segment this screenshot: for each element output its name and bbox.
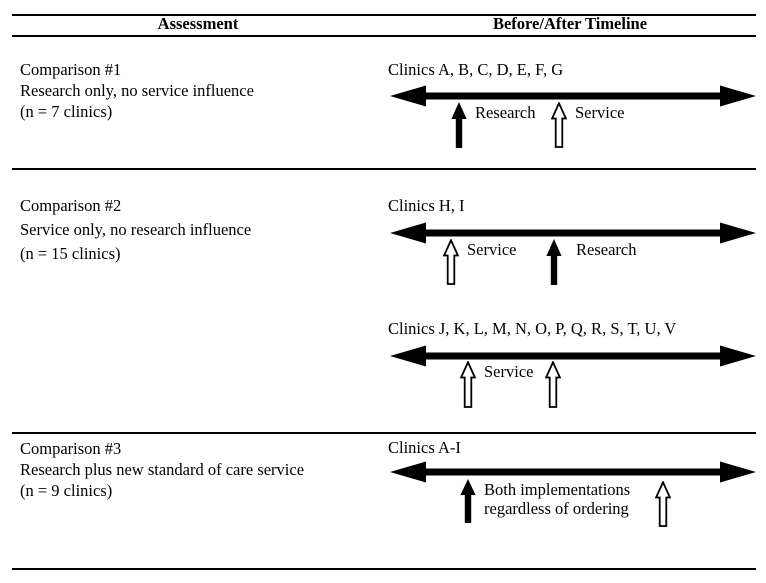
comparison-2-assessment: Comparison #2 Service only, no research … (20, 194, 380, 266)
column-header-assessment: Assessment (157, 14, 239, 33)
timeline-marker: Service (551, 102, 624, 148)
outline-up-arrow-icon (545, 361, 561, 408)
clinics-label: Clinics A-I (388, 438, 461, 457)
comparison-description: Service only, no research influence (20, 220, 252, 239)
timeline-marker: Service (443, 239, 516, 285)
comparison-title: Comparison #1 (20, 60, 122, 79)
filled-up-arrow-icon (460, 479, 476, 523)
outline-up-arrow-icon (655, 481, 671, 527)
marker-label: Service (575, 103, 625, 122)
table-rule-top (12, 14, 756, 16)
comparison-sample-size: (n = 7 clinics) (20, 102, 113, 121)
outline-up-arrow-icon (443, 239, 459, 285)
timeline-marker: Research (451, 102, 535, 148)
marker-label: Research (576, 240, 637, 259)
marker-label-line-2: regardless of ordering (484, 499, 629, 518)
table-rule-divider-2 (12, 432, 756, 434)
marker-label: Both implementations regardless of order… (484, 480, 630, 518)
clinics-label: Clinics A, B, C, D, E, F, G (388, 60, 564, 79)
comparison-sample-size: (n = 9 clinics) (20, 481, 113, 500)
clinics-label: Clinics J, K, L, M, N, O, P, Q, R, S, T,… (388, 319, 677, 338)
timeline-marker: Research (546, 239, 636, 285)
timeline-double-arrow-icon (389, 221, 757, 245)
timeline-double-arrow-icon (389, 344, 757, 368)
timeline-double-arrow-icon (389, 84, 757, 108)
table-rule-divider-1 (12, 168, 756, 170)
comparison-description: Research plus new standard of care servi… (20, 460, 305, 479)
timeline-marker (545, 361, 561, 408)
marker-label: Research (475, 103, 536, 122)
timeline-marker: Service (460, 361, 533, 408)
table-rule-header-bottom (12, 35, 756, 37)
marker-label: Service (484, 362, 534, 381)
clinics-label: Clinics H, I (388, 196, 465, 215)
filled-up-arrow-icon (546, 239, 562, 285)
comparison-description: Research only, no service influence (20, 81, 254, 100)
comparison-sample-size: (n = 15 clinics) (20, 244, 121, 263)
table-rule-bottom (12, 568, 756, 570)
marker-label-line-1: Both implementations (484, 480, 631, 499)
comparison-title: Comparison #3 (20, 439, 122, 458)
column-header-timeline: Before/After Timeline (492, 14, 648, 33)
timeline-marker: Both implementations regardless of order… (460, 479, 630, 523)
filled-up-arrow-icon (451, 102, 467, 148)
comparison-1-assessment: Comparison #1 Research only, no service … (20, 59, 380, 122)
marker-label: Service (467, 240, 517, 259)
timeline-marker (655, 481, 671, 527)
timeline-double-arrow-icon (389, 460, 757, 484)
comparison-3-assessment: Comparison #3 Research plus new standard… (20, 438, 380, 501)
comparison-title: Comparison #2 (20, 196, 122, 215)
outline-up-arrow-icon (551, 102, 567, 148)
outline-up-arrow-icon (460, 361, 476, 408)
